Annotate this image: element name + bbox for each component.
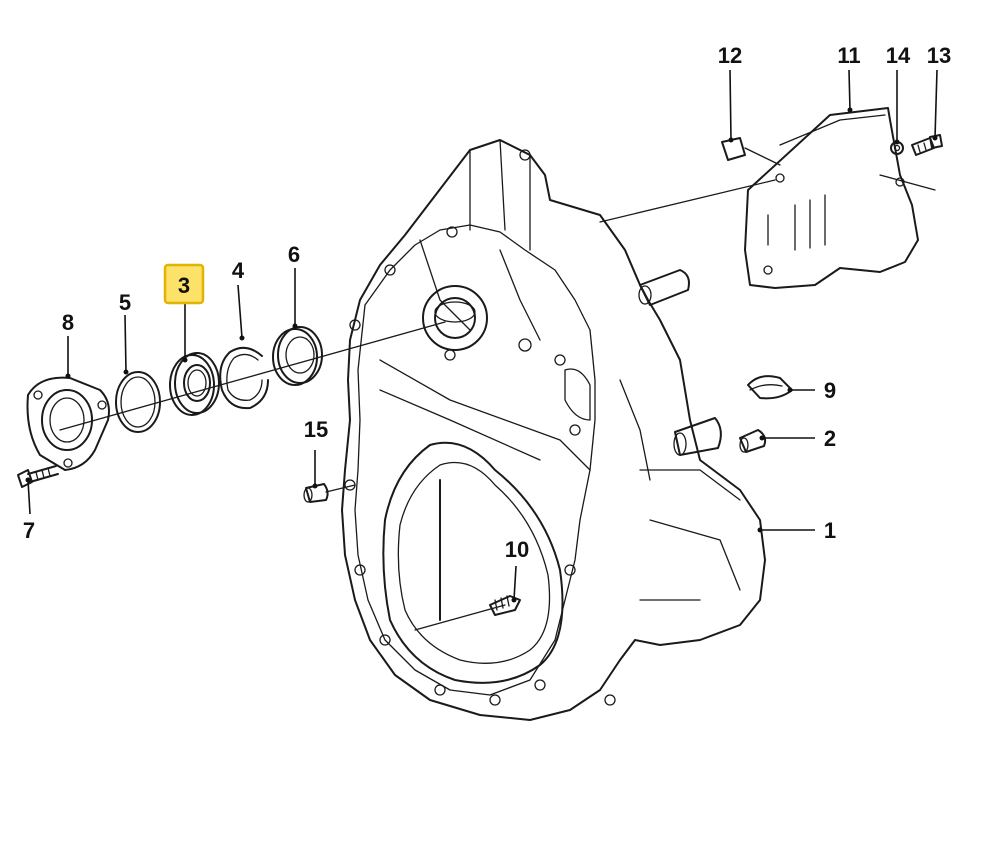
screw-axis-line bbox=[879, 174, 936, 191]
callout-9[interactable]: 9 bbox=[824, 378, 836, 403]
part-9-rubber-plug bbox=[747, 375, 793, 400]
transmission-housing bbox=[341, 139, 766, 721]
callout-15[interactable]: 15 bbox=[304, 417, 328, 442]
callout-3[interactable]: 3 bbox=[178, 273, 190, 298]
callout-1[interactable]: 1 bbox=[824, 518, 836, 543]
part-15-dowel bbox=[303, 483, 356, 503]
part-4-circlip bbox=[219, 346, 269, 410]
flange-bolt-holes bbox=[344, 149, 616, 706]
callout-13[interactable]: 13 bbox=[927, 43, 951, 68]
part-3-ball-bearing bbox=[169, 352, 220, 416]
callout-14[interactable]: 14 bbox=[886, 43, 911, 68]
callout-2[interactable]: 2 bbox=[824, 426, 836, 451]
part-8-flange-cover bbox=[26, 376, 110, 471]
part-11-cover-plate bbox=[744, 107, 919, 289]
part-12-bolt bbox=[721, 137, 781, 166]
callout-10[interactable]: 10 bbox=[505, 537, 529, 562]
bolt-axis-line bbox=[414, 604, 506, 631]
callout-11[interactable]: 11 bbox=[837, 43, 860, 68]
leader-dots bbox=[25, 107, 938, 603]
shaft-axis-line bbox=[59, 321, 446, 431]
callout-8[interactable]: 8 bbox=[62, 310, 74, 335]
leader-lines bbox=[27, 69, 938, 601]
callout-5[interactable]: 5 bbox=[119, 290, 131, 315]
callout-12[interactable]: 12 bbox=[718, 43, 742, 68]
part-13-screw bbox=[911, 134, 943, 156]
callout-6[interactable]: 6 bbox=[288, 242, 300, 267]
part-5-ring bbox=[115, 371, 161, 433]
part-7-bolt bbox=[17, 465, 59, 488]
part-6-seal bbox=[272, 326, 323, 386]
callout-7[interactable]: 7 bbox=[23, 518, 35, 543]
part-2-dowel-sleeve bbox=[739, 429, 767, 453]
callout-4[interactable]: 4 bbox=[232, 258, 245, 283]
cover-axis-line bbox=[599, 179, 776, 223]
highlight-box-part-3 bbox=[163, 263, 205, 305]
part-10-bolt bbox=[489, 595, 521, 616]
